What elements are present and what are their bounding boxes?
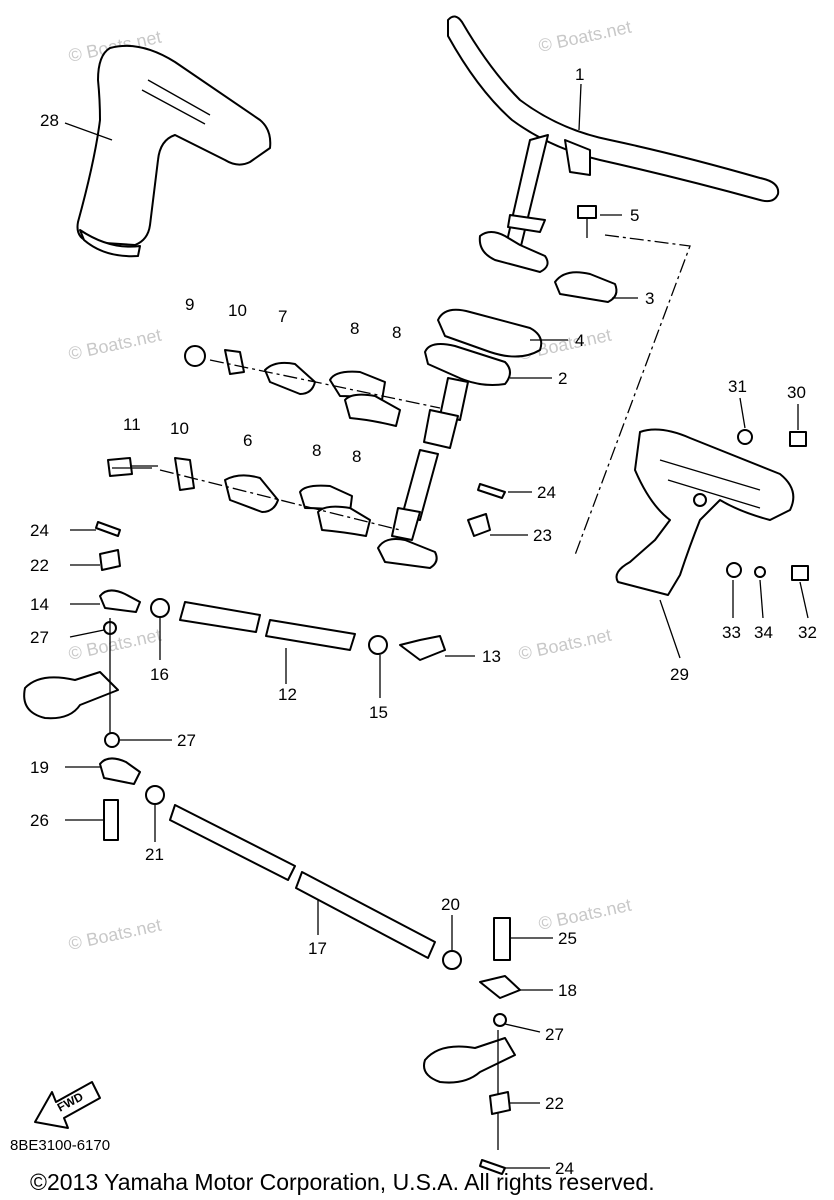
callout-3: 3	[645, 289, 654, 308]
copyright-notice: ©2013 Yamaha Motor Corporation, U.S.A. A…	[30, 1169, 655, 1195]
part-2-steering-column	[377, 343, 511, 569]
part-5-bolt	[577, 205, 597, 238]
callout-19: 19	[30, 758, 49, 777]
callout-32: 32	[798, 623, 817, 642]
part-22-nut	[99, 549, 121, 571]
part-34-washer	[754, 566, 766, 578]
arm-upper-left	[23, 671, 119, 720]
callout-1: 1	[575, 65, 584, 84]
callout-31: 31	[728, 377, 747, 396]
callout-6: 6	[243, 431, 252, 450]
part-24-cotter-pin	[479, 1159, 506, 1175]
part-33-washer	[726, 562, 742, 578]
callout-33: 33	[722, 623, 741, 642]
callout-27: 27	[177, 731, 196, 750]
callout-4: 4	[575, 331, 584, 350]
callout-27: 27	[545, 1025, 564, 1044]
lower-clamp-row	[107, 457, 401, 537]
part-3-clamp	[554, 271, 618, 303]
part-25-bolt	[493, 917, 511, 961]
part-23-nut	[467, 513, 491, 537]
part-15-nut	[368, 635, 388, 655]
callout-5: 5	[630, 206, 639, 225]
part-31-grommet	[737, 429, 753, 445]
part-17-rod	[295, 871, 436, 959]
part-30-screw	[789, 431, 807, 447]
part-13-ball-joint	[399, 635, 446, 661]
part-1-handlebar	[447, 15, 780, 273]
callout-15: 15	[369, 703, 388, 722]
part-22-nut	[489, 1091, 511, 1115]
part-28-grip-cover	[76, 44, 272, 258]
diagram-code: 8BE3100-6170	[10, 1137, 110, 1154]
watermark: © Boats.net	[67, 915, 163, 954]
part-12-rod	[179, 601, 261, 633]
watermark: © Boats.net	[537, 17, 633, 56]
callout-7: 7	[278, 307, 287, 326]
callout-22: 22	[30, 556, 49, 575]
part-32-screw	[791, 565, 809, 581]
callout-18: 18	[558, 981, 577, 1000]
upper-clamp-row	[184, 345, 441, 427]
part-27-washer	[493, 1013, 507, 1027]
part-24-cotter-pin	[95, 521, 121, 537]
part-16-nut	[150, 598, 170, 618]
callout-10: 10	[228, 301, 247, 320]
callout-16: 16	[150, 665, 169, 684]
part-27-washer	[104, 732, 120, 748]
callout-2: 2	[558, 369, 567, 388]
callout-11: 11	[123, 415, 141, 434]
part-19-ball-joint	[99, 757, 141, 785]
part-24-cotter-pin	[477, 483, 506, 499]
leader-lines	[64, 83, 809, 1169]
callout-22: 22	[545, 1094, 564, 1113]
callout-26: 26	[30, 811, 49, 830]
callout-24: 24	[30, 521, 49, 540]
fwd-arrow-icon: FWD	[34, 1081, 101, 1129]
watermark: © Boats.net	[67, 325, 163, 364]
callout-14: 14	[30, 595, 49, 614]
callout-20: 20	[441, 895, 460, 914]
part-18-ball-joint	[479, 975, 521, 999]
callout-8: 8	[312, 441, 321, 460]
callout-24: 24	[537, 483, 556, 502]
part-17-rod	[169, 804, 296, 881]
part-4-upper-holder	[437, 308, 543, 358]
watermark: © Boats.net	[517, 625, 613, 664]
callout-17: 17	[308, 939, 327, 958]
callout-8: 8	[350, 319, 359, 338]
callout-27: 27	[30, 628, 49, 647]
callout-24: 24	[555, 1159, 574, 1178]
callout-30: 30	[787, 383, 806, 402]
callout-23: 23	[533, 526, 552, 545]
arm-lower-right	[423, 1037, 516, 1084]
callout-8: 8	[392, 323, 401, 342]
callout-25: 25	[558, 929, 577, 948]
part-20-nut	[442, 950, 462, 970]
callout-9: 9	[185, 295, 194, 314]
part-12-rod	[265, 619, 356, 651]
callout-28: 28	[40, 111, 59, 130]
callout-34: 34	[754, 623, 773, 642]
part-21-nut	[145, 785, 165, 805]
watermark: © Boats.net	[537, 895, 633, 934]
callout-13: 13	[482, 647, 501, 666]
part-14-ball-joint	[99, 589, 141, 613]
callout-12: 12	[278, 685, 297, 704]
callout-10: 10	[170, 419, 189, 438]
callout-21: 21	[145, 845, 164, 864]
part-26-bolt	[103, 799, 119, 841]
callouts: 1 2 3 4 5 6 7 8 8 8 8 9 10 10 11 12 13 1…	[30, 65, 817, 1178]
callout-29: 29	[670, 665, 689, 684]
callout-8: 8	[352, 447, 361, 466]
part-29-cover	[574, 234, 795, 596]
